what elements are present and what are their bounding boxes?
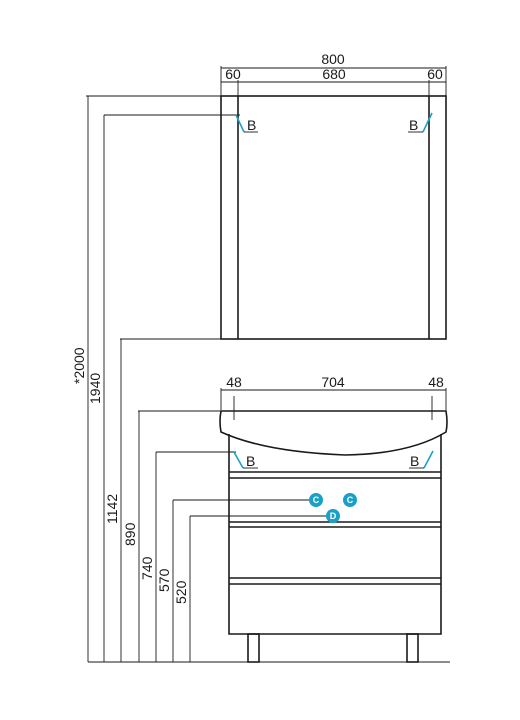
height-740: 740 xyxy=(139,556,155,580)
height-520: 520 xyxy=(173,580,189,604)
connection-c-left-label: C xyxy=(313,495,320,505)
height-1940: 1940 xyxy=(87,373,103,404)
height-570: 570 xyxy=(156,568,172,592)
mirror-marker-right: B xyxy=(409,117,418,133)
mirror-width-left: 60 xyxy=(225,66,241,82)
leg-right xyxy=(406,633,419,663)
cabinet-marker-right: B xyxy=(410,453,419,469)
cabinet-mount-right xyxy=(409,450,434,469)
cabinet-width-center: 704 xyxy=(321,374,345,390)
cabinet xyxy=(219,388,448,663)
mirror-width-total: 800 xyxy=(321,51,345,67)
connection-c-right xyxy=(343,493,357,507)
cabinet-width-left: 48 xyxy=(226,374,242,390)
height-890: 890 xyxy=(122,522,138,546)
cabinet-body xyxy=(228,434,442,635)
connection-c-left xyxy=(173,493,323,507)
connection-d-label: D xyxy=(330,511,337,521)
mirror-marker-left: B xyxy=(247,117,256,133)
leg-left xyxy=(247,633,260,663)
connection-c-right-label: C xyxy=(347,495,354,505)
mirror-mount-right xyxy=(408,112,433,133)
cabinet-width-right: 48 xyxy=(428,374,444,390)
mirror-frame xyxy=(220,95,447,340)
mirror xyxy=(220,66,447,340)
connection-d xyxy=(190,509,340,523)
mirror-width-right: 60 xyxy=(427,66,443,82)
cabinet-mount-left xyxy=(156,451,258,469)
height-2000: *2000 xyxy=(71,347,87,384)
mirror-width-center: 680 xyxy=(322,66,346,82)
height-dimensions xyxy=(86,95,450,663)
mirror-mount-left xyxy=(104,114,258,133)
height-1142: 1142 xyxy=(104,494,120,524)
cabinet-marker-left: B xyxy=(246,453,255,469)
basin xyxy=(219,410,448,456)
